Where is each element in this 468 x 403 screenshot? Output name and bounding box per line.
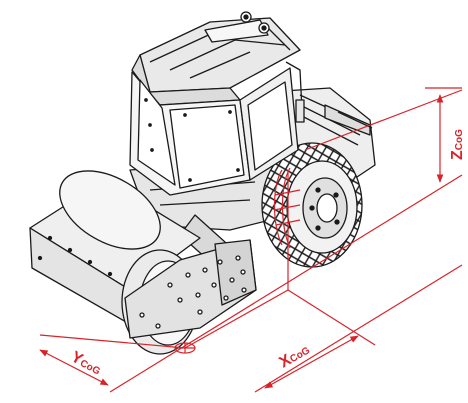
- y-dimension-arrow: [39, 349, 109, 386]
- z-label-sub: CoG: [454, 129, 465, 150]
- drum-frame-plate: [124, 239, 257, 339]
- rear-axle-ref: [287, 289, 376, 346]
- ground-line-axis: [109, 174, 463, 393]
- contact-point-marker: [174, 342, 196, 354]
- dimension-lines: [39, 87, 463, 393]
- operator-cab: [129, 11, 305, 196]
- x-cog-label: XCoG: [277, 341, 313, 372]
- z-label-main: Z: [449, 150, 466, 160]
- ground-line-front: [39, 334, 186, 349]
- z-cog-label: ZCoG: [449, 129, 466, 160]
- cog-wheel-highlight: [273, 167, 301, 249]
- x-label-sub: CoG: [288, 345, 312, 365]
- rear-wheel: [261, 142, 363, 268]
- x-dimension-arrow: [264, 335, 359, 389]
- y-label-sub: CoG: [78, 358, 102, 378]
- compactor-roller: [29, 11, 376, 355]
- top-reference: [304, 89, 463, 151]
- diagonal-to-drum: [184, 289, 289, 349]
